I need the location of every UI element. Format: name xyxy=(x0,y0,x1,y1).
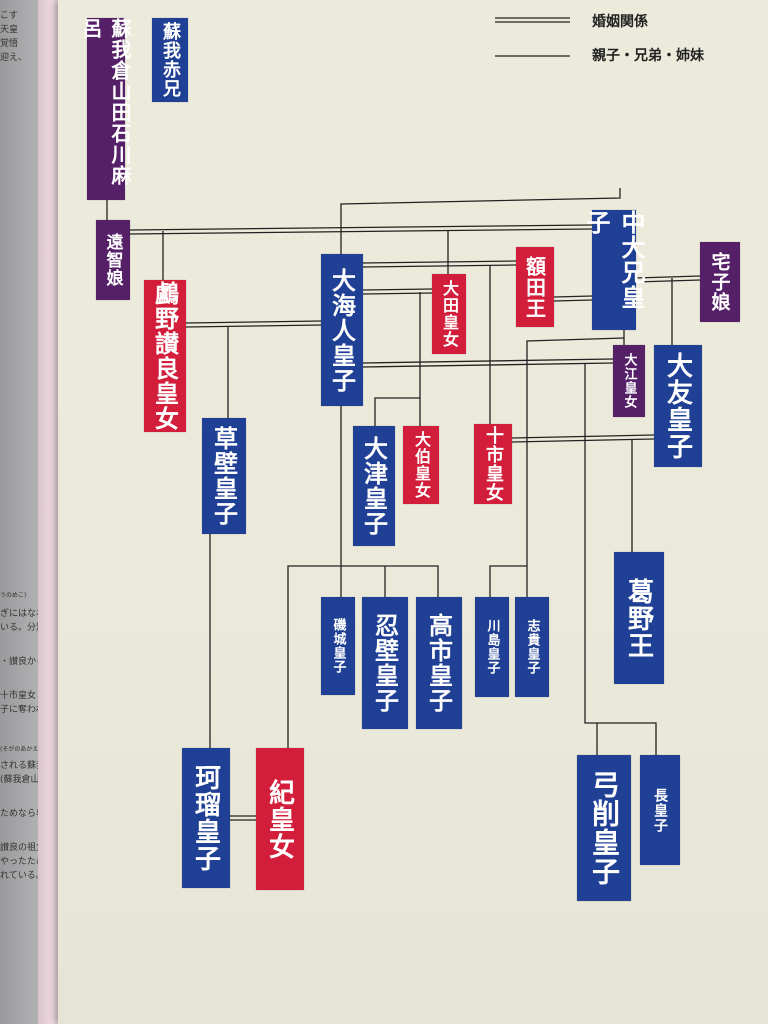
person-unonosarara: 鸕野讃良皇女 xyxy=(144,280,186,432)
left-page-text: いる。分別のある xyxy=(0,623,48,633)
person-oama: 大海人皇子 xyxy=(321,254,363,406)
person-otsu: 大津皇子 xyxy=(353,426,395,546)
person-kusakabe: 草壁皇子 xyxy=(202,418,246,534)
left-page-text: 讃良の祖父の xyxy=(0,843,48,853)
left-page-text: ためなら卑 xyxy=(0,809,46,819)
left-page-text: 覚悟 xyxy=(0,39,19,49)
person-osakabe: 忍壁皇子 xyxy=(362,597,408,729)
person-takechi: 高市皇子 xyxy=(416,597,462,729)
person-ota: 大田皇女 xyxy=(432,274,466,354)
person-oku: 大伯皇女 xyxy=(403,426,439,504)
person-tochi: 十市皇女 xyxy=(474,424,512,504)
person-kawashima: 川島皇子 xyxy=(475,597,509,697)
person-shiki: 志貴皇子 xyxy=(515,597,549,697)
person-soga-akae: 蘇我赤兄 xyxy=(152,18,188,102)
left-page-text: 子に奪われてしま xyxy=(0,705,48,715)
left-page-text: れている。 xyxy=(0,871,45,881)
legend-marriage-label: 婚姻関係 xyxy=(592,14,648,30)
left-page-text: (そがのあかえ) xyxy=(0,746,41,753)
person-nukata: 額田王 xyxy=(516,247,554,327)
marriage-lines xyxy=(129,224,701,821)
person-naga: 長皇子 xyxy=(640,755,680,865)
left-page-text: ・讃良から xyxy=(0,657,46,667)
left-page-text: 十市皇女とは xyxy=(0,691,48,701)
kinship-lines xyxy=(106,188,673,755)
person-kadono: 葛野王 xyxy=(614,552,664,684)
left-page-text: こす xyxy=(0,11,18,21)
person-oe: 大江皇女 xyxy=(613,345,645,417)
person-yakako: 宅子娘 xyxy=(700,242,740,322)
legend-kinship-label: 親子・兄弟・姉妹 xyxy=(592,48,704,64)
left-page-text: される蘇我氏の xyxy=(0,761,48,771)
person-ochi: 遠智娘 xyxy=(96,220,130,300)
person-karu: 珂瑠皇子 xyxy=(182,748,230,888)
left-page-text: 迎え、 xyxy=(0,53,28,63)
person-shiki-o: 磯城皇子 xyxy=(321,597,355,695)
person-ki: 紀皇女 xyxy=(256,748,304,890)
left-page-text: うのめこ) xyxy=(0,592,27,599)
person-nakanooe: 中大兄皇子 xyxy=(582,210,645,330)
person-soga-kurayamada: 蘇我倉山田石川麻呂 xyxy=(79,18,132,200)
left-page-text: ぎにはなれない xyxy=(0,609,48,619)
left-page-text: やったため xyxy=(0,857,46,867)
left-page-text: (蘇我倉山田石 xyxy=(0,775,48,785)
person-yuge: 弓削皇子 xyxy=(577,755,631,901)
left-page-text: 天皇 xyxy=(0,25,19,35)
person-otomo: 大友皇子 xyxy=(654,345,702,467)
